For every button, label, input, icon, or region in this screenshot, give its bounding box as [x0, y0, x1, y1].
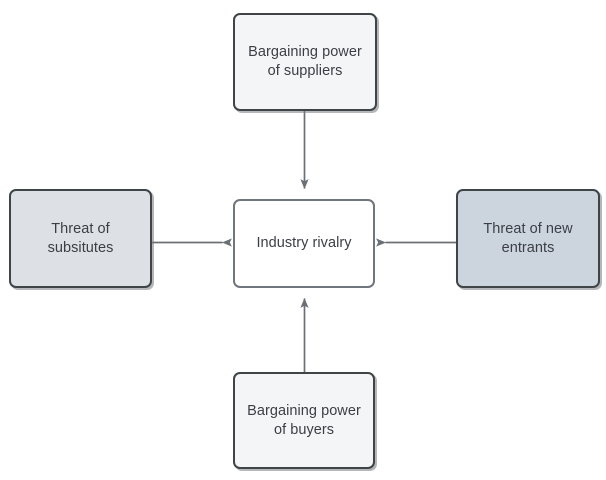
- node-label: Bargaining power of buyers: [247, 402, 361, 438]
- node-label: Bargaining power of suppliers: [248, 44, 362, 79]
- node-threat-of-new-entrants[interactable]: Threat of new entrants: [456, 189, 600, 288]
- node-label: Industry rivalry: [256, 235, 352, 251]
- node-bargaining-power-of-suppliers[interactable]: Bargaining power of suppliers: [233, 13, 377, 111]
- node-bargaining-power-of-buyers[interactable]: Bargaining power of buyers: [233, 372, 375, 469]
- node-label: Threat of new entrants: [483, 220, 573, 256]
- node-label: Threat of subsitutes: [47, 220, 114, 256]
- node-industry-rivalry[interactable]: Industry rivalry: [233, 199, 375, 288]
- node-threat-of-substitutes[interactable]: Threat of subsitutes: [9, 189, 152, 288]
